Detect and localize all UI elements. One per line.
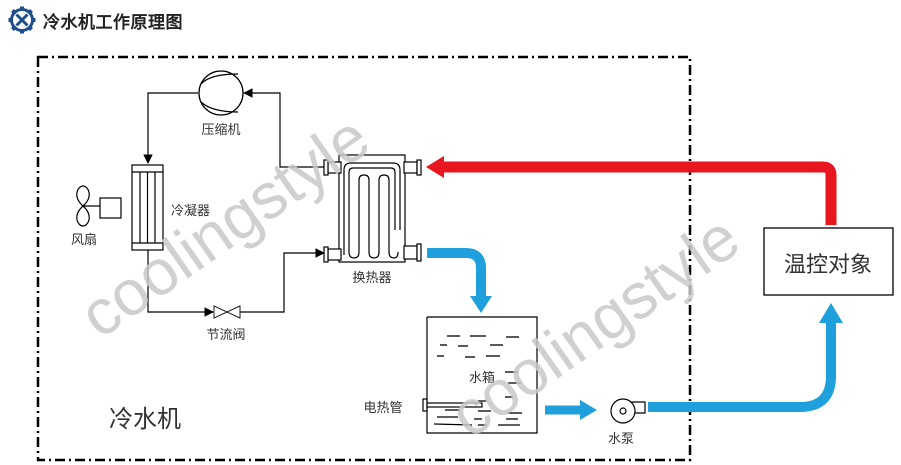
refrigerant-circuit: [143, 88, 325, 317]
electric-heater-label: 电热管: [363, 401, 402, 416]
chiller-boundary: [36, 55, 692, 462]
pipe-compressor-to-condenser: [143, 92, 198, 164]
heat-exchanger-label: 换热器: [352, 271, 391, 286]
water-pump-icon: [610, 398, 646, 424]
temp-control-target-box: [763, 227, 894, 296]
hot-return-pipe: [426, 156, 837, 225]
page-header: 冷水机工作原理图: [8, 6, 183, 34]
condenser-label: 冷凝器: [171, 203, 210, 219]
fan-label: 风扇: [71, 232, 97, 248]
compressor-label: 压缩机: [201, 122, 240, 138]
fan-icon: [76, 185, 122, 227]
temp-control-target-label: 温控对象: [784, 253, 872, 278]
page-title: 冷水机工作原理图: [43, 12, 183, 33]
pipe-condenser-to-valve: [147, 250, 214, 317]
heat-exchanger-icon: [323, 154, 422, 263]
cold-pipe-exchanger-to-tank: [427, 248, 492, 313]
compressor-icon: [198, 70, 244, 116]
water-pump-label: 水泵: [608, 432, 634, 447]
gear-icon: [8, 6, 36, 34]
water-tank-label: 水箱: [469, 370, 495, 386]
chiller-label: 冷水机: [109, 405, 181, 433]
pipe-valve-to-exchanger: [240, 248, 325, 313]
electric-heater-icon: [422, 398, 483, 412]
condenser-icon: [131, 164, 164, 251]
throttle-valve-icon: [213, 305, 241, 319]
cold-pipe-pump-to-target: [648, 303, 843, 412]
watermark-1: coolingstyle: [67, 101, 382, 352]
throttle-valve-label: 节流阀: [206, 328, 245, 343]
cold-pipe-tank-to-pump: [545, 400, 597, 420]
pipe-exchanger-to-compressor: [243, 88, 325, 168]
